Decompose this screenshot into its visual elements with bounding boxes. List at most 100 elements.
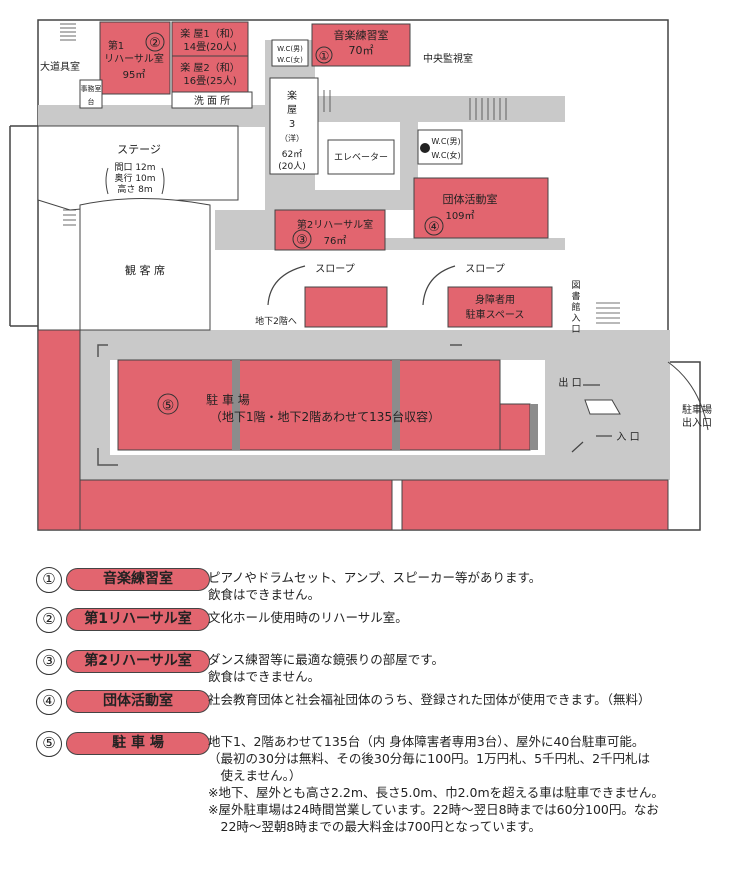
gakuya2-size: 16畳(25人) xyxy=(183,75,236,87)
room-group-name: 団体活動室 xyxy=(443,192,498,206)
slope-right-label: スロープ xyxy=(465,263,504,275)
parking-gate-line1: 駐車場 xyxy=(682,403,712,416)
room-reh1-num: ② xyxy=(149,36,161,51)
legend-desc: 社会教育団体と社会福祉団体のうち、登録された団体が使用できます。（無料） xyxy=(208,691,728,708)
gakuya3-cap: (20人) xyxy=(278,161,305,172)
props-room-label: 大道具室 xyxy=(40,60,80,73)
exit-label: 出 口 xyxy=(558,376,581,389)
outdoor-parking-bottom xyxy=(79,479,393,531)
legend-num: ③ xyxy=(36,649,62,675)
room-music-practice xyxy=(311,23,411,67)
legend-num: ④ xyxy=(36,689,62,715)
legend-desc: ダンス練習等に最適な鏡張りの部屋です。 飲食はできません。 xyxy=(208,651,728,685)
room-reh1-name1: 第1 xyxy=(108,39,124,52)
wc-top-female: W.C(女) xyxy=(277,55,303,64)
legend-num: ① xyxy=(36,567,62,593)
washroom-label: 洗 面 所 xyxy=(194,95,230,107)
gakuya1-size: 14畳(20人) xyxy=(183,41,236,53)
svg-text:口: 口 xyxy=(571,325,580,335)
seats-label: 観 客 席 xyxy=(125,263,165,277)
floor-plan-map: 音楽練習室 70㎡ ① 第1 リハーサル室 95㎡ ② 楽 屋1（和） 14畳(… xyxy=(9,19,712,531)
accessible-wc-icon xyxy=(420,143,430,153)
stage-label: ステージ xyxy=(117,143,161,156)
legend-line: ※屋外駐車場は24時間営業しています。22時～翌日8時までは60分100円。なお xyxy=(208,802,659,817)
gakuya1-name: 楽 屋1（和） xyxy=(180,27,240,40)
room-reh2-num: ③ xyxy=(296,233,308,248)
legend-num: ⑤ xyxy=(36,731,62,757)
parking-gate-line2: 出入口 xyxy=(682,416,712,429)
outdoor-parking-left xyxy=(37,329,81,531)
wc-top-male: W.C(男) xyxy=(277,45,303,53)
room-group-area: 109㎡ xyxy=(445,210,474,222)
disabled-parking xyxy=(447,286,553,328)
office xyxy=(79,79,103,109)
elevator-label: エレベーター xyxy=(334,152,388,163)
outdoor-parking-bottom-right xyxy=(401,479,669,531)
slope-left-label: スロープ xyxy=(315,263,354,275)
room-music-name: 音楽練習室 xyxy=(334,28,389,42)
ramp-block-left xyxy=(304,286,388,328)
to-b2-label: 地下2階へ xyxy=(255,315,297,327)
slope-arrow-right xyxy=(422,265,456,306)
corridors xyxy=(38,40,670,480)
legend-label: 団体活動室 xyxy=(66,690,210,713)
room-gakuya-2 xyxy=(171,55,249,93)
legend-label: 駐 車 場 xyxy=(66,732,210,755)
wc-top xyxy=(271,39,309,67)
room-rehearsal-2 xyxy=(274,209,386,251)
washroom xyxy=(171,91,253,109)
monitor-room-label: 中央監視室 xyxy=(423,52,473,65)
svg-text:館: 館 xyxy=(571,301,580,313)
legend-line: 地下1、2階あわせて135台（内 身体障害者専用3台）、屋外に40台駐車可能。 xyxy=(208,734,645,749)
room-music-area: 70㎡ xyxy=(349,44,374,57)
legend-desc: 文化ホール使用時のリハーサル室。 xyxy=(208,609,728,626)
elevator xyxy=(327,139,395,175)
wc-right-female: W.C(女) xyxy=(431,150,460,160)
legend-line: 飲食はできません。 xyxy=(208,587,321,602)
office-desk: 台 xyxy=(88,97,95,106)
stage xyxy=(37,125,239,211)
gakuya3-char-3: 3 xyxy=(289,119,295,130)
room-reh2-name: 第2リハーサル室 xyxy=(297,218,373,231)
parking-name: 駐 車 場 xyxy=(206,392,250,407)
legend-line: 22時～翌朝8時までの最大料金は700円となっています。 xyxy=(208,819,541,834)
legend-line: 文化ホール使用時のリハーサル室。 xyxy=(208,610,408,625)
gakuya3-char-1: 楽 xyxy=(287,89,297,102)
legend-desc: ピアノやドラムセット、アンプ、スピーカー等があります。 飲食はできません。 xyxy=(208,569,728,603)
room-reh1-area: 95㎡ xyxy=(123,69,146,81)
legend-num: ② xyxy=(36,607,62,633)
legend-line: 飲食はできません。 xyxy=(208,669,321,684)
stage-depth: 奥行 10m xyxy=(114,172,155,184)
legend-line: （最初の30分は無料、その後30分毎に100円。1万円札、5千円札、2千円札は xyxy=(208,751,651,766)
legend-line: 使えません。） xyxy=(208,768,302,783)
legend-desc: 地下1、2階あわせて135台（内 身体障害者専用3台）、屋外に40台駐車可能。 … xyxy=(208,733,728,835)
library-entrance-label: 図 書 館 入 口 xyxy=(571,280,580,335)
office-label: 事務室 xyxy=(81,84,102,93)
room-group-num: ④ xyxy=(428,220,440,235)
legend-line: ※地下、屋外とも高さ2.2m、長さ5.0m、巾2.0mを超える車は駐車できません… xyxy=(208,785,664,800)
gakuya3-area: 62㎡ xyxy=(282,149,302,160)
entrance-label: 入 口 xyxy=(616,432,639,443)
room-reh1-name2: リハーサル室 xyxy=(104,52,164,65)
stage-height: 高さ 8m xyxy=(117,183,152,195)
gakuya3-char-4: （洋） xyxy=(280,133,304,143)
parking-num: ⑤ xyxy=(162,398,175,414)
room-gakuya-3 xyxy=(269,77,319,175)
parking-sub: （地下1階・地下2階あわせて135台収容） xyxy=(210,409,440,424)
room-group-activity xyxy=(413,177,549,239)
svg-text:図: 図 xyxy=(571,280,580,291)
legend-line: 社会教育団体と社会福祉団体のうち、登録された団体が使用できます。（無料） xyxy=(208,692,651,707)
stage-width: 間口 12m xyxy=(114,162,155,173)
gakuya2-name: 楽 屋2（和） xyxy=(180,61,240,74)
parking-main xyxy=(117,359,501,451)
legend-label: 音楽練習室 xyxy=(66,568,210,591)
legend-label: 第2リハーサル室 xyxy=(66,650,210,673)
disabled-line2: 駐車スペース xyxy=(466,308,525,321)
svg-text:入: 入 xyxy=(571,313,580,324)
auditorium xyxy=(79,198,211,331)
legend-line: ダンス練習等に最適な鏡張りの部屋です。 xyxy=(208,652,445,667)
wc-right-male: W.C(男) xyxy=(431,137,460,146)
slope-arrow-left xyxy=(267,265,306,306)
gakuya3-char-2: 屋 xyxy=(287,104,297,116)
legend-line: ピアノやドラムセット、アンプ、スピーカー等があります。 xyxy=(208,570,542,585)
